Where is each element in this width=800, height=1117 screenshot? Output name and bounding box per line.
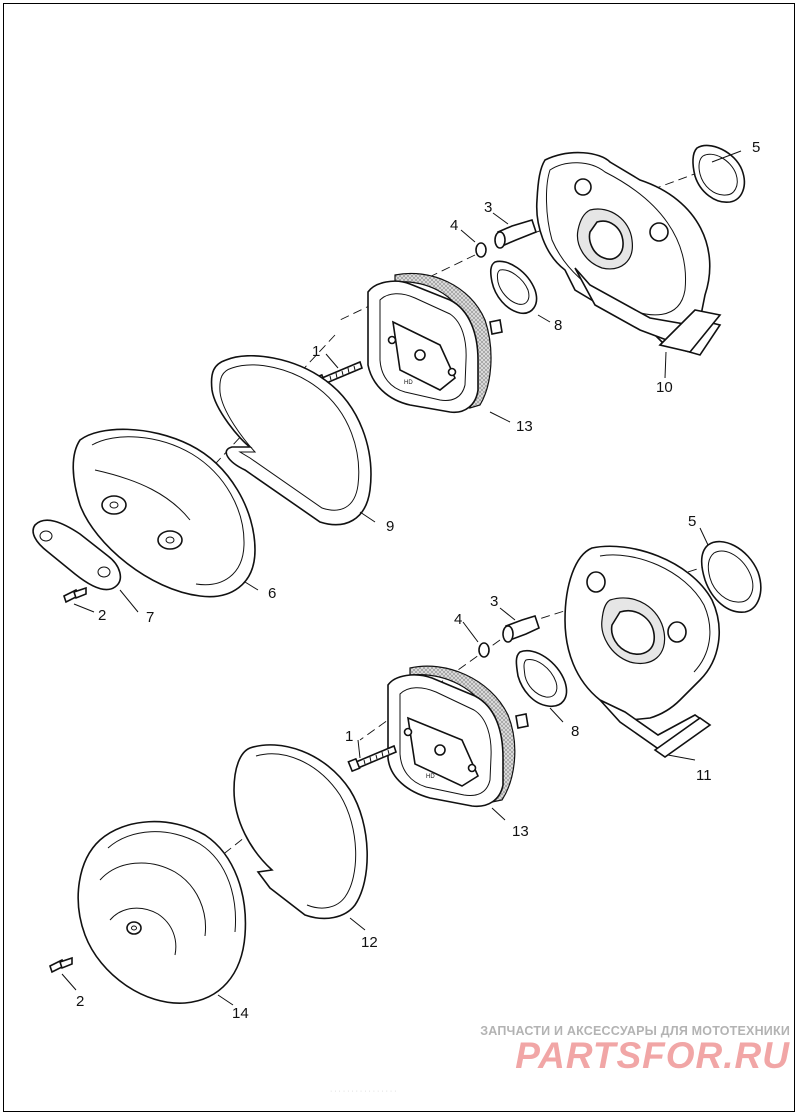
upper-gasket-filter: [489, 260, 538, 315]
upper-cover: [72, 428, 256, 598]
watermark: ЗАПЧАСТИ И АКСЕССУАРЫ ДЛЯ МОТОТЕХНИКИ PA…: [470, 1024, 790, 1077]
callout-lower-4: 4: [454, 611, 462, 628]
callout-lower-8: 8: [571, 723, 579, 740]
lower-o-ring: [478, 642, 490, 658]
upper-gasket-back: [692, 144, 746, 203]
callout-upper-2: 2: [98, 607, 106, 624]
callout-upper-6: 6: [268, 585, 276, 602]
lower-callouts: 1 2 3 4 5 8 11 12 13 14: [76, 513, 712, 1022]
upper-assembly: [32, 144, 746, 613]
upper-o-ring: [475, 242, 487, 258]
upper-breather: [494, 219, 537, 249]
upper-backplate: [535, 151, 722, 356]
lower-assembly: [49, 527, 762, 1006]
upper-trim-insert: [32, 519, 122, 591]
lower-breather: [502, 615, 540, 643]
callout-upper-8: 8: [554, 317, 562, 334]
callout-upper-4: 4: [450, 217, 458, 234]
upper-callouts: 1 2 3 4 5 6 7 8 9 10 13: [98, 139, 760, 626]
callout-upper-10: 10: [656, 379, 673, 396]
watermark-tagline: ЗАПЧАСТИ И АКСЕССУАРЫ ДЛЯ МОТОТЕХНИКИ: [480, 1024, 790, 1038]
callout-upper-7: 7: [146, 609, 154, 626]
callout-upper-1: 1: [312, 343, 320, 360]
lower-bolt: [347, 744, 397, 773]
callout-lower-12: 12: [361, 934, 378, 951]
lower-gasket-filter: [515, 649, 568, 707]
callout-upper-3: 3: [484, 199, 492, 216]
callout-lower-5: 5: [688, 513, 696, 530]
lower-cover: [77, 820, 247, 1004]
upper-filter: [367, 272, 503, 414]
callout-upper-5: 5: [752, 139, 760, 156]
callout-lower-2: 2: [76, 993, 84, 1010]
lower-gasket-back: [700, 540, 762, 613]
callout-lower-1: 1: [345, 728, 353, 745]
callout-lower-11: 11: [696, 767, 712, 784]
callout-lower-14: 14: [232, 1005, 249, 1022]
callout-upper-9: 9: [386, 518, 394, 535]
watermark-logo: PARTSFOR.RU: [515, 1035, 790, 1076]
callout-upper-13: 13: [516, 418, 533, 435]
lower-filter: [387, 665, 529, 808]
lower-seal: [233, 744, 368, 920]
footer-mark: · · · · · · · · · · · · · · · ·: [330, 1088, 397, 1095]
upper-screw: [63, 586, 87, 604]
upper-seal: [210, 354, 372, 526]
callout-lower-13: 13: [512, 823, 529, 840]
upper-filter-marking: HD: [404, 380, 413, 386]
lower-filter-marking: HD: [426, 774, 435, 780]
callout-lower-3: 3: [490, 593, 498, 610]
lower-screw: [49, 956, 73, 974]
lower-backplate: [564, 545, 720, 758]
